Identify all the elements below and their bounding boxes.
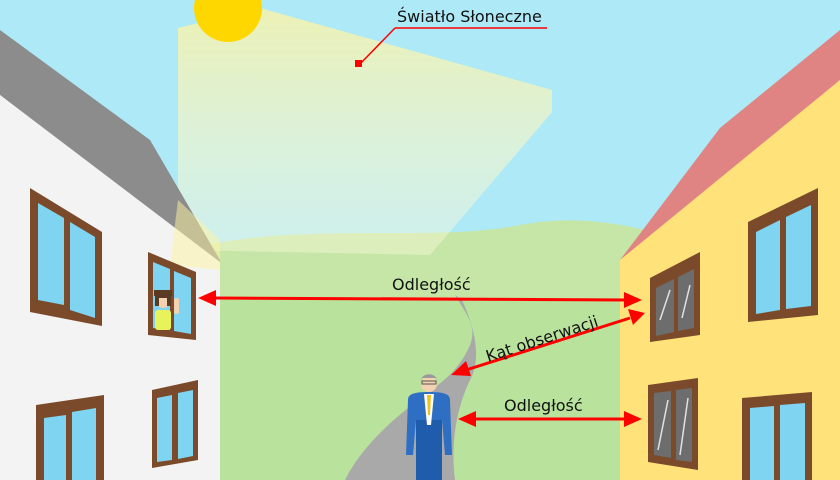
- viewing-angle-arrow: [451, 309, 645, 376]
- window: [748, 188, 818, 322]
- distance-label-bottom: Odległość: [504, 396, 583, 415]
- right-house-roof: [620, 30, 840, 260]
- sun-icon: [194, 0, 262, 42]
- window: [742, 392, 812, 480]
- sunlight-callout: [355, 27, 547, 67]
- window: [30, 188, 102, 326]
- left-house-wall: [0, 95, 220, 480]
- left-house: [0, 30, 220, 480]
- distance-arrow-top: [198, 290, 642, 308]
- window-with-woman: [148, 252, 196, 340]
- sunlight-label: Światło Słoneczne: [397, 7, 542, 26]
- woman-icon: [154, 290, 179, 330]
- person-icon: [406, 374, 452, 480]
- window: [152, 380, 198, 468]
- distance-label-top: Odległość: [392, 275, 471, 294]
- left-house-roof: [0, 30, 220, 265]
- window: [650, 252, 700, 342]
- sunlight-beam: [178, 8, 552, 255]
- right-house-wall: [620, 80, 840, 480]
- right-house: [620, 30, 840, 480]
- window: [36, 395, 104, 480]
- distance-arrow-bottom: [458, 411, 642, 427]
- window: [648, 378, 698, 470]
